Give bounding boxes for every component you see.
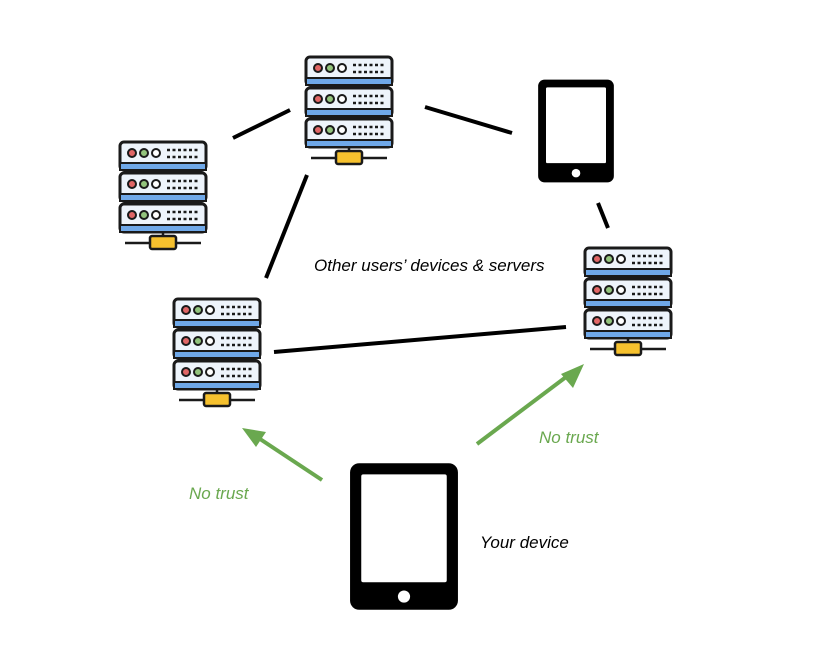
your-device-tablet-icon (350, 463, 458, 610)
arrowhead-right (561, 364, 584, 388)
connection-line (232, 108, 291, 140)
server-rack-icon (585, 248, 671, 355)
no-trust-left-label: No trust (189, 484, 249, 503)
server-rack-icon (120, 142, 206, 249)
trust-arrows (242, 364, 584, 482)
arrow-icon (475, 372, 572, 446)
server-rack-icon (306, 57, 392, 164)
connection-lines (232, 105, 610, 354)
other-devices-label: Other users’ devices & servers (314, 256, 545, 275)
connection-line (273, 325, 567, 354)
arrow-icon (252, 433, 324, 482)
no-trust-right-label: No trust (539, 428, 599, 447)
arrowhead-left (242, 428, 266, 447)
connection-line (264, 174, 309, 279)
connection-line (596, 202, 610, 229)
server-rack-icon (174, 299, 260, 406)
tablet-icon (538, 79, 614, 183)
connection-line (424, 105, 513, 135)
your-device-label: Your device (480, 533, 569, 552)
